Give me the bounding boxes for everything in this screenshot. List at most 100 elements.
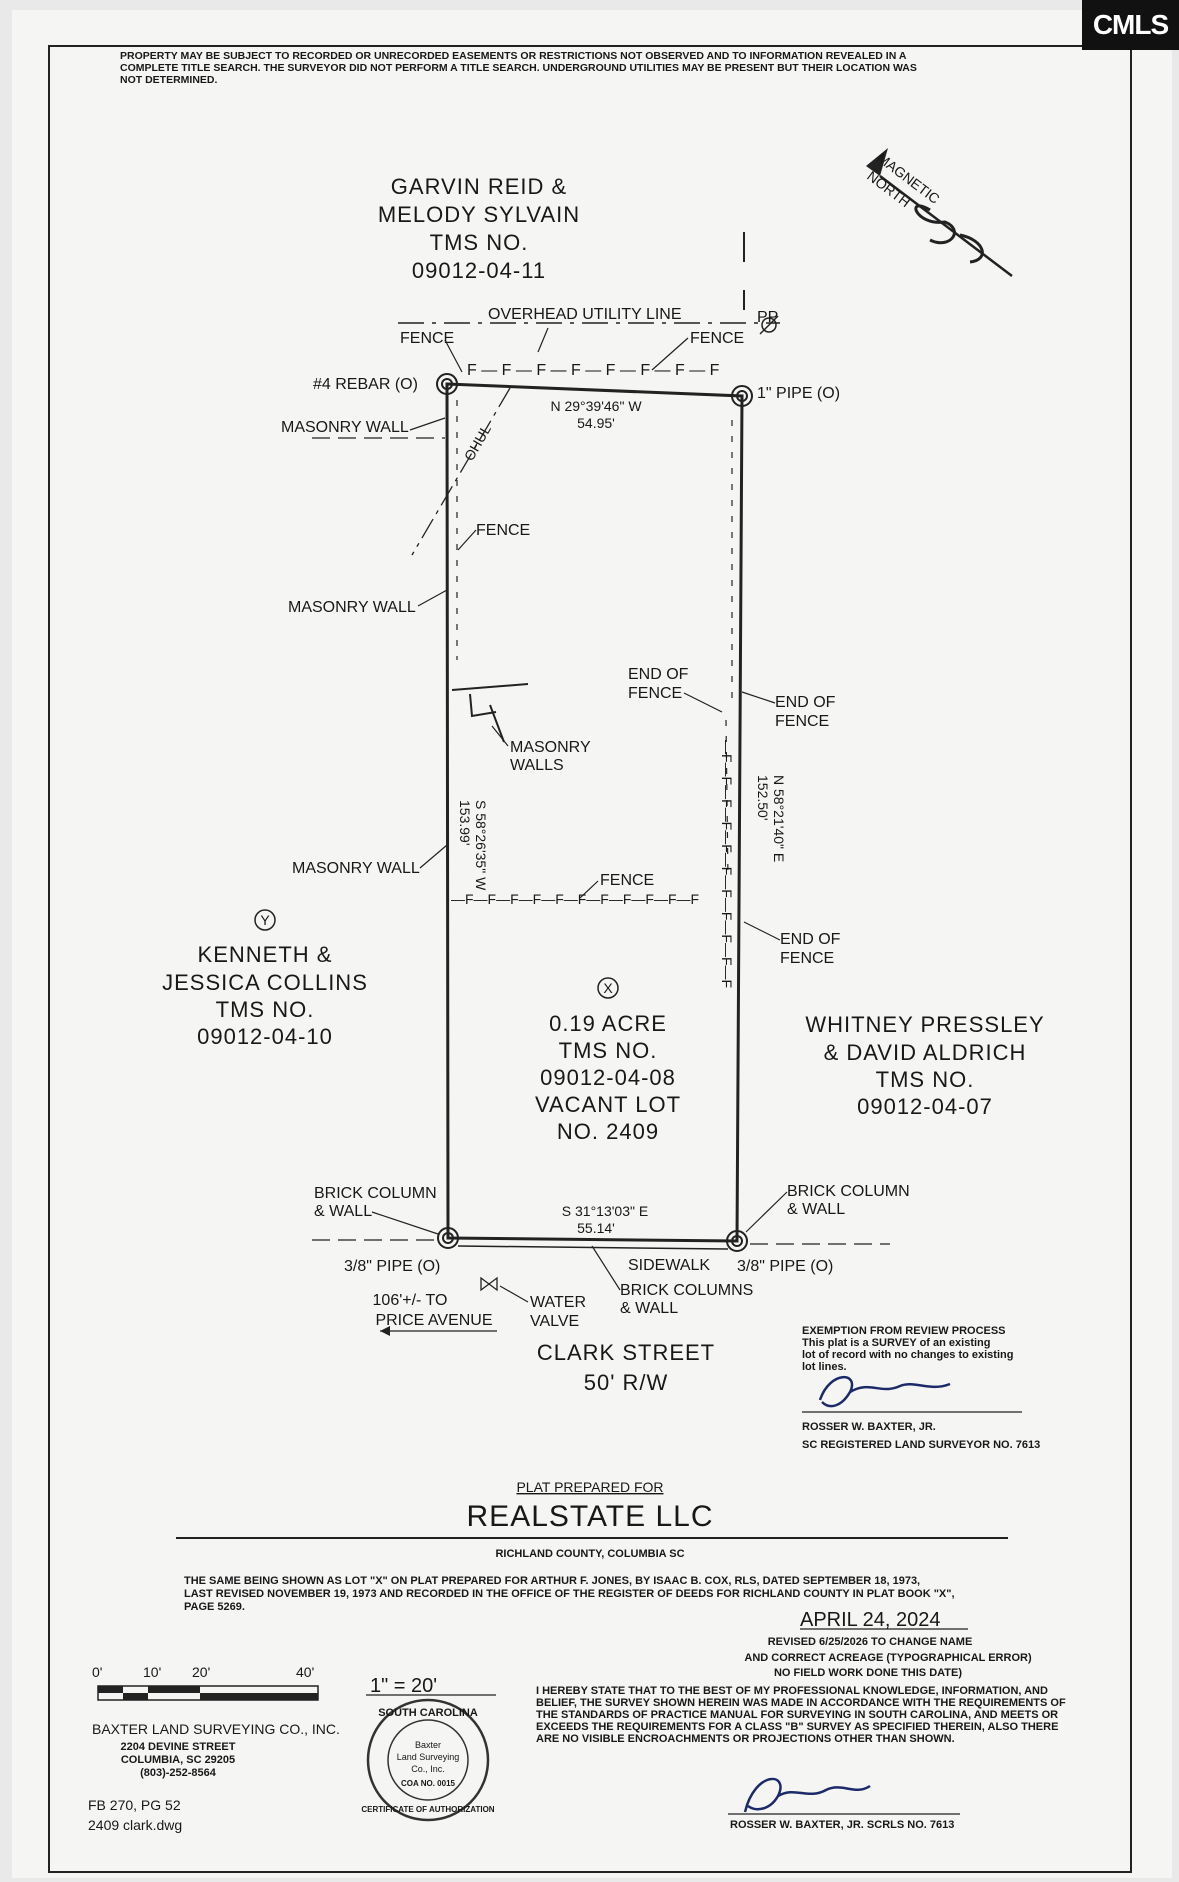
pipe-sw-label: 3/8" PIPE (O) — [344, 1258, 440, 1275]
svg-text:FB 270, PG 52: FB 270, PG 52 — [88, 1797, 181, 1813]
overhead-utility-line: OVERHEAD UTILITY LINE PP — [398, 232, 780, 335]
svg-text:WATER: WATER — [530, 1294, 586, 1311]
price-avenue-note: 106'+/- TO PRICE AVENUE — [373, 1292, 497, 1336]
svg-text:BRICK COLUMN: BRICK COLUMN — [314, 1185, 437, 1202]
svg-text:COMPLETE TITLE SEARCH. THE SUR: COMPLETE TITLE SEARCH. THE SURVEYOR DID … — [120, 62, 917, 74]
bearing-east: N 58°21'40" E 152.50' — [755, 775, 787, 862]
svg-text:Land Surveying: Land Surveying — [397, 1752, 460, 1762]
fence-middle: FENCE —F—F—F—F—F—F—F—F—F—F—F — [451, 872, 699, 907]
svg-text:Co., Inc.: Co., Inc. — [411, 1764, 445, 1774]
svg-text:09012-04-08: 09012-04-08 — [540, 1065, 676, 1090]
svg-text:REALSTATE LLC: REALSTATE LLC — [467, 1500, 714, 1533]
svg-text:54.95': 54.95' — [577, 415, 615, 431]
svg-text:EXEMPTION FROM REVIEW PROCESS: EXEMPTION FROM REVIEW PROCESS — [802, 1325, 1006, 1337]
masonry-wall-1: MASONRY WALL — [281, 417, 446, 439]
water-valve-icon — [480, 1276, 498, 1292]
plat-sheet — [12, 10, 1172, 1878]
svg-text:PRICE AVENUE: PRICE AVENUE — [375, 1312, 492, 1329]
end-of-fence-1: END OF FENCE —F—F—F—F—F—F—F—F—F—F—F — [628, 666, 735, 988]
svg-text:20': 20' — [192, 1664, 210, 1680]
header-note: PROPERTY MAY BE SUBJECT TO RECORDED OR U… — [120, 50, 917, 86]
subject-parcel: X 0.19 ACRE TMS NO. 09012-04-08 VACANT L… — [535, 977, 681, 1144]
svg-text:MASONRY: MASONRY — [510, 739, 591, 756]
svg-text:FENCE: FENCE — [775, 713, 829, 730]
svg-text:END OF: END OF — [775, 694, 836, 711]
svg-text:NO FIELD WORK DONE THIS DATE): NO FIELD WORK DONE THIS DATE) — [774, 1667, 962, 1679]
svg-text:106'+/- TO: 106'+/- TO — [373, 1292, 448, 1309]
svg-text:Baxter: Baxter — [415, 1740, 441, 1750]
svg-text:RICHLAND COUNTY, COLUMBIA SC: RICHLAND COUNTY, COLUMBIA SC — [495, 1548, 684, 1560]
svg-text:F — F — F — F — F — F — F — F: F — F — F — F — F — F — F — F — [467, 362, 720, 379]
svg-text:BAXTER LAND SURVEYING CO., INC: BAXTER LAND SURVEYING CO., INC. — [92, 1721, 340, 1737]
pipe-ne-label: 1" PIPE (O) — [757, 385, 840, 402]
svg-text:KENNETH &: KENNETH & — [198, 942, 333, 967]
svg-text:TMS NO.: TMS NO. — [216, 997, 315, 1022]
fence-east-lower — [725, 719, 729, 881]
svg-text:09012-04-07: 09012-04-07 — [857, 1094, 993, 1119]
masonry-wall-2: MASONRY WALL — [288, 589, 448, 616]
svg-text:JESSICA COLLINS: JESSICA COLLINS — [162, 970, 368, 995]
svg-text:—F—F—F—F—F—F—F—F—F—F—F: —F—F—F—F—F—F—F—F—F—F—F — [451, 891, 699, 907]
north-arrow-icon: MAGNETIC NORTH — [864, 148, 1013, 277]
svg-text:09012-04-10: 09012-04-10 — [197, 1024, 333, 1049]
sidewalk-label: SIDEWALK — [628, 1257, 710, 1274]
svg-text:COA NO. 0015: COA NO. 0015 — [401, 1779, 455, 1788]
svg-text:GARVIN REID &: GARVIN REID & — [391, 174, 567, 199]
svg-text:NO. 2409: NO. 2409 — [557, 1119, 659, 1144]
svg-text:FENCE: FENCE — [600, 872, 654, 889]
svg-text:BELIEF, THE SURVEY SHOWN HEREI: BELIEF, THE SURVEY SHOWN HEREIN WAS MADE… — [536, 1697, 1066, 1709]
svg-text:PAGE 5269.: PAGE 5269. — [184, 1601, 245, 1613]
svg-text:REVISED 6/25/2026 TO CHANGE NA: REVISED 6/25/2026 TO CHANGE NAME — [768, 1636, 973, 1648]
svg-text:lot of record with no changes: lot of record with no changes to existin… — [802, 1349, 1013, 1361]
svg-text:ARE NO VISIBLE ENCROACHMENTS O: ARE NO VISIBLE ENCROACHMENTS OR PROJECTI… — [536, 1733, 955, 1745]
brick-columns: BRICK COLUMNS & WALL — [591, 1245, 753, 1317]
svg-text:END OF: END OF — [628, 666, 689, 683]
svg-text:0': 0' — [92, 1664, 102, 1680]
svg-text:FENCE: FENCE — [780, 950, 834, 967]
svg-text:ROSSER W. BAXTER, JR. SCRLS N: ROSSER W. BAXTER, JR. SCRLS NO. 7613 — [730, 1819, 954, 1831]
svg-text:MASONRY WALL: MASONRY WALL — [281, 419, 409, 436]
svg-text:FENCE: FENCE — [690, 330, 744, 347]
svg-text:& WALL: & WALL — [620, 1300, 678, 1317]
svg-text:2409 clark.dwg: 2409 clark.dwg — [88, 1817, 182, 1833]
masonry-walls: MASONRY WALLS — [451, 683, 591, 774]
svg-text:BRICK COLUMNS: BRICK COLUMNS — [620, 1282, 753, 1299]
signature-1 — [818, 1376, 951, 1408]
svg-text:50' R/W: 50' R/W — [584, 1370, 669, 1395]
svg-text:CERTIFICATE OF AUTHORIZATION: CERTIFICATE OF AUTHORIZATION — [361, 1805, 494, 1814]
svg-text:40': 40' — [296, 1664, 314, 1680]
svg-text:NOT DETERMINED.: NOT DETERMINED. — [120, 74, 218, 86]
svg-text:—F—F—F—F—F—F—F—F—F—F—F: —F—F—F—F—F—F—F—F—F—F—F — [719, 740, 735, 988]
svg-text:MELODY SYLVAIN: MELODY SYLVAIN — [378, 202, 580, 227]
svg-text:I HEREBY STATE THAT TO THE BES: I HEREBY STATE THAT TO THE BEST OF MY PR… — [536, 1685, 1048, 1697]
svg-text:MASONRY WALL: MASONRY WALL — [288, 599, 416, 616]
svg-text:SOUTH CAROLINA: SOUTH CAROLINA — [378, 1707, 478, 1719]
svg-text:MASONRY WALL: MASONRY WALL — [292, 860, 420, 877]
svg-text:55.14': 55.14' — [577, 1220, 615, 1236]
fence-north: FENCE F — F — F — F — F — F — F — F FENC… — [400, 327, 744, 379]
svg-text:PLAT PREPARED FOR: PLAT PREPARED FOR — [516, 1479, 663, 1495]
svg-text:TMS NO.: TMS NO. — [876, 1067, 975, 1092]
svg-text:TMS NO.: TMS NO. — [430, 230, 529, 255]
svg-text:OHUL: OHUL — [461, 422, 494, 464]
svg-text:09012-04-11: 09012-04-11 — [412, 258, 546, 283]
svg-text:CLARK STREET: CLARK STREET — [537, 1340, 715, 1365]
svg-text:COLUMBIA, SC 29205: COLUMBIA, SC 29205 — [121, 1754, 235, 1766]
end-of-fence-3: END OF FENCE — [743, 921, 841, 967]
water-valve-label: WATER VALVE — [499, 1285, 586, 1330]
svg-text:153.99': 153.99' — [457, 800, 473, 846]
brick-column-east: BRICK COLUMN & WALL — [745, 1183, 910, 1245]
svg-text:THE STANDARDS OF PRACTICE MANU: THE STANDARDS OF PRACTICE MANUAL FOR SUR… — [536, 1709, 1058, 1721]
svg-text:0.19 ACRE: 0.19 ACRE — [549, 1011, 667, 1036]
svg-text:VALVE: VALVE — [530, 1313, 579, 1330]
title-block: PLAT PREPARED FOR REALSTATE LLC RICHLAND… — [176, 1479, 1032, 1679]
surveying-seal: SOUTH CAROLINA CERTIFICATE OF AUTHORIZAT… — [361, 1698, 495, 1822]
svg-text:FENCE: FENCE — [628, 685, 682, 702]
end-of-fence-2: END OF FENCE — [741, 691, 836, 730]
svg-text:VACANT LOT: VACANT LOT — [535, 1092, 681, 1117]
owner-north: GARVIN REID & MELODY SYLVAIN TMS NO. 090… — [378, 174, 580, 283]
svg-text:N 29°39'46" W: N 29°39'46" W — [550, 398, 642, 414]
rebar-label: #4 REBAR (O) — [313, 376, 418, 393]
subject-marker: X — [603, 980, 613, 996]
